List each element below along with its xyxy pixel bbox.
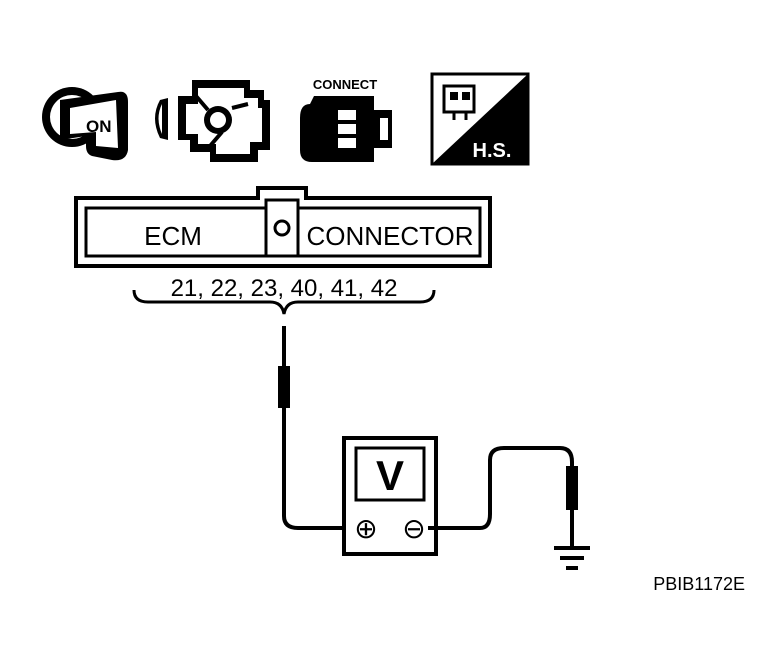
connector-label: CONNECTOR (306, 221, 473, 251)
voltmeter-symbol: V (376, 452, 404, 499)
ignition-key-icon: ON (42, 87, 128, 161)
ground-icon (554, 546, 590, 570)
plus-terminal-icon: ⊕ (354, 513, 377, 544)
voltmeter: V ⊕ ⊖ (342, 436, 438, 556)
terminal-numbers: 21, 22, 23, 40, 41, 42 (171, 275, 398, 302)
connector-icon: CONNECT (300, 77, 392, 162)
engine-icon (155, 80, 270, 162)
ecm-connector: ECM CONNECTOR (74, 186, 492, 268)
harness-side-icon: H.S. (430, 72, 530, 166)
terminal-brace (132, 289, 436, 315)
positive-probe (278, 326, 352, 530)
negative-probe (428, 446, 578, 546)
connect-text: CONNECT (313, 77, 377, 92)
ignition-on-text: ON (86, 117, 112, 136)
ecm-label: ECM (144, 221, 202, 251)
harness-side-text: H.S. (473, 140, 512, 162)
figure-id: PBIB1172E (653, 574, 745, 594)
minus-terminal-icon: ⊖ (402, 513, 425, 544)
